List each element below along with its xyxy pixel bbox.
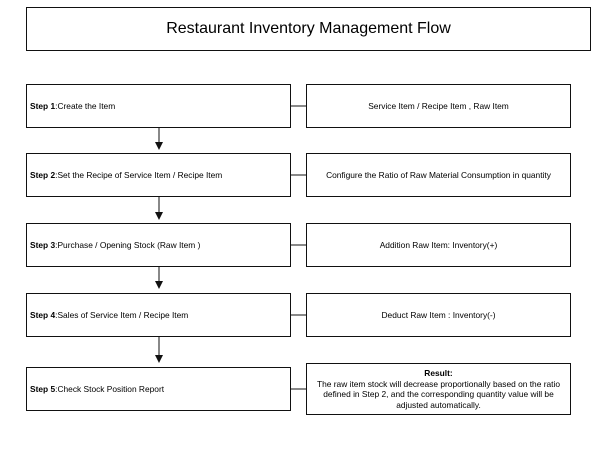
- step-2-label: Step 2: [30, 170, 56, 180]
- step-3-detail: Addition Raw Item: Inventory(+): [379, 239, 498, 250]
- step-4-box: Step 4 : Sales of Service Item / Recipe …: [26, 293, 291, 337]
- step-2-detail: Configure the Ratio of Raw Material Cons…: [326, 169, 551, 180]
- step-5-text: Check Stock Position Report: [57, 384, 165, 394]
- step-4-detail-box: Deduct Raw Item : Inventory(-): [306, 293, 571, 337]
- step-5-label: Step 5: [30, 384, 56, 394]
- diagram-title: Restaurant Inventory Management Flow: [26, 7, 591, 51]
- step-1-detail: Service Item / Recipe Item , Raw Item: [368, 100, 509, 111]
- step-1-detail-box: Service Item / Recipe Item , Raw Item: [306, 84, 571, 128]
- step-2-box: Step 2 : Set the Recipe of Service Item …: [26, 153, 291, 197]
- step-4-text: Sales of Service Item / Recipe Item: [57, 310, 189, 320]
- step-1-box: Step 1 : Create the Item: [26, 84, 291, 128]
- step-5-result-box: Result: The raw item stock will decrease…: [306, 363, 571, 415]
- step-2-detail-box: Configure the Ratio of Raw Material Cons…: [306, 153, 571, 197]
- step-1-text: Create the Item: [57, 101, 116, 111]
- result-heading: Result:: [424, 368, 453, 378]
- diagram-title-text: Restaurant Inventory Management Flow: [166, 20, 451, 37]
- step-1-separator: :: [55, 101, 58, 111]
- step-2-text: Set the Recipe of Service Item / Recipe …: [57, 170, 223, 180]
- step-4-label: Step 4: [30, 310, 56, 320]
- step-3-text: Purchase / Opening Stock (Raw Item ): [57, 240, 201, 250]
- step-3-detail-box: Addition Raw Item: Inventory(+): [306, 223, 571, 267]
- step-5-separator: :: [55, 384, 58, 394]
- result-description: The raw item stock will decrease proport…: [317, 378, 560, 410]
- step-3-separator: :: [55, 240, 58, 250]
- step-3-box: Step 3 : Purchase / Opening Stock (Raw I…: [26, 223, 291, 267]
- step-4-separator: :: [55, 310, 58, 320]
- step-3-label: Step 3: [30, 240, 56, 250]
- step-4-detail: Deduct Raw Item : Inventory(-): [381, 309, 496, 320]
- step-1-label: Step 1: [30, 101, 56, 111]
- step-2-separator: :: [55, 170, 58, 180]
- step-5-box: Step 5 : Check Stock Position Report: [26, 367, 291, 411]
